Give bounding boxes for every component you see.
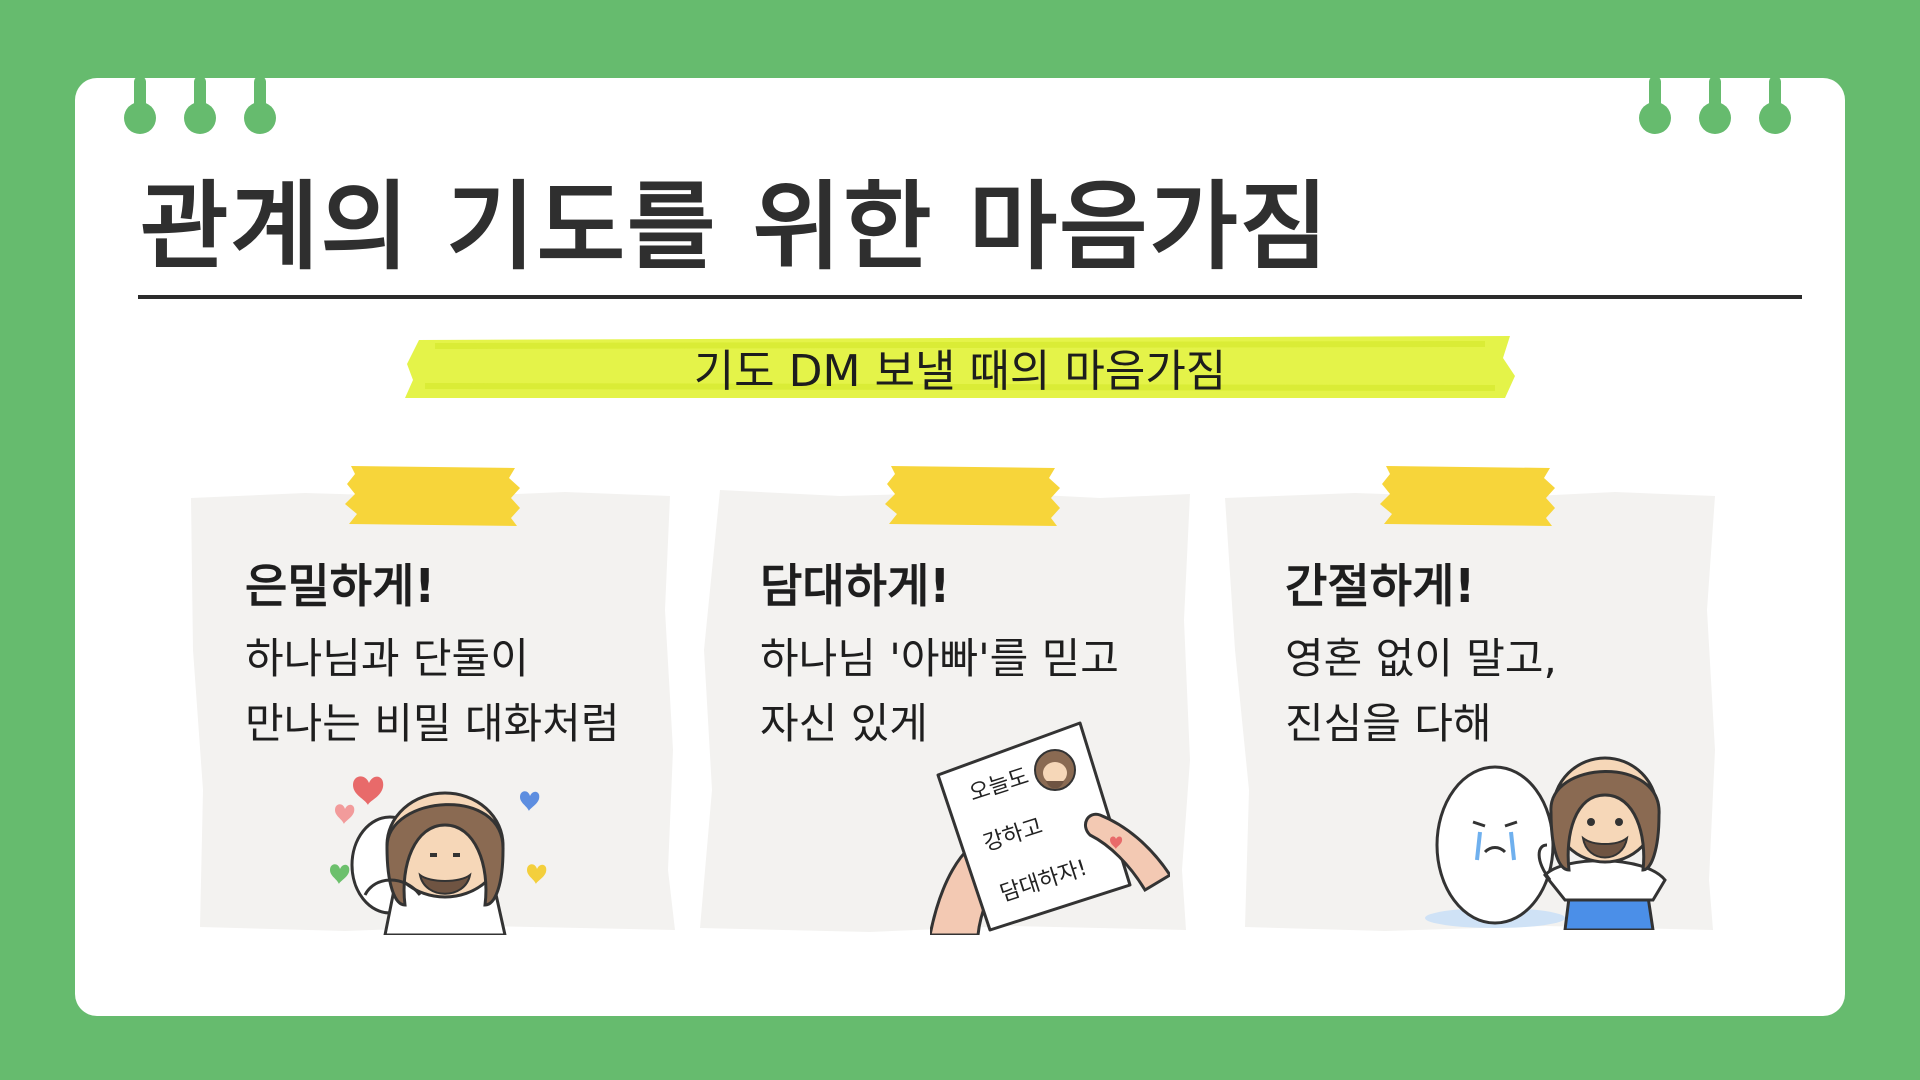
note-line: 자신 있게 xyxy=(760,699,928,748)
note-card-boldly: 담대하게! 하나님 '아빠'를 믿고 자신 있게 오늘도 강하고 담대하자! xyxy=(700,466,1190,935)
note-line: 하나님 '아빠'를 믿고 xyxy=(760,634,1119,683)
note-card-secretly: 은밀하게! 하나님과 단둘이 만나는 비밀 대화처럼 xyxy=(185,466,675,935)
note-line: 영혼 없이 말고, xyxy=(1285,634,1557,683)
note-line: 하나님과 단둘이 xyxy=(245,634,529,683)
note-heading: 은밀하게! xyxy=(245,559,436,613)
page-title: 관계의 기도를 위한 마음가짐 xyxy=(140,171,1331,283)
note-heading: 간절하게! xyxy=(1285,559,1476,613)
tape-strip xyxy=(885,466,1060,526)
note-card-earnestly: 간절하게! 영혼 없이 말고, 진심을 다해 xyxy=(1225,466,1715,935)
tape-strip xyxy=(345,466,520,526)
binder-ring-icon xyxy=(184,76,216,134)
binder-ring-icon xyxy=(1699,76,1731,134)
binder-ring-icon xyxy=(1759,76,1791,134)
subtitle: 기도 DM 보낼 때의 마음가짐 xyxy=(693,346,1227,397)
binder-ring-icon xyxy=(244,76,276,134)
hugging-character-with-hearts-icon xyxy=(330,776,547,935)
note-line: 만나는 비밀 대화처럼 xyxy=(245,699,620,748)
binder-ring-icon xyxy=(124,76,156,134)
title-divider xyxy=(138,295,1802,299)
hands-holding-letter-icon: 오늘도 강하고 담대하자! xyxy=(930,715,1170,935)
tape-strip xyxy=(1380,466,1555,526)
binder-ring-icon xyxy=(1639,76,1671,134)
crying-character-comforted-icon xyxy=(1425,756,1667,930)
note-heading: 담대하게! xyxy=(760,559,951,613)
note-line: 진심을 다해 xyxy=(1285,699,1492,748)
highlighter-stroke xyxy=(405,336,1515,398)
